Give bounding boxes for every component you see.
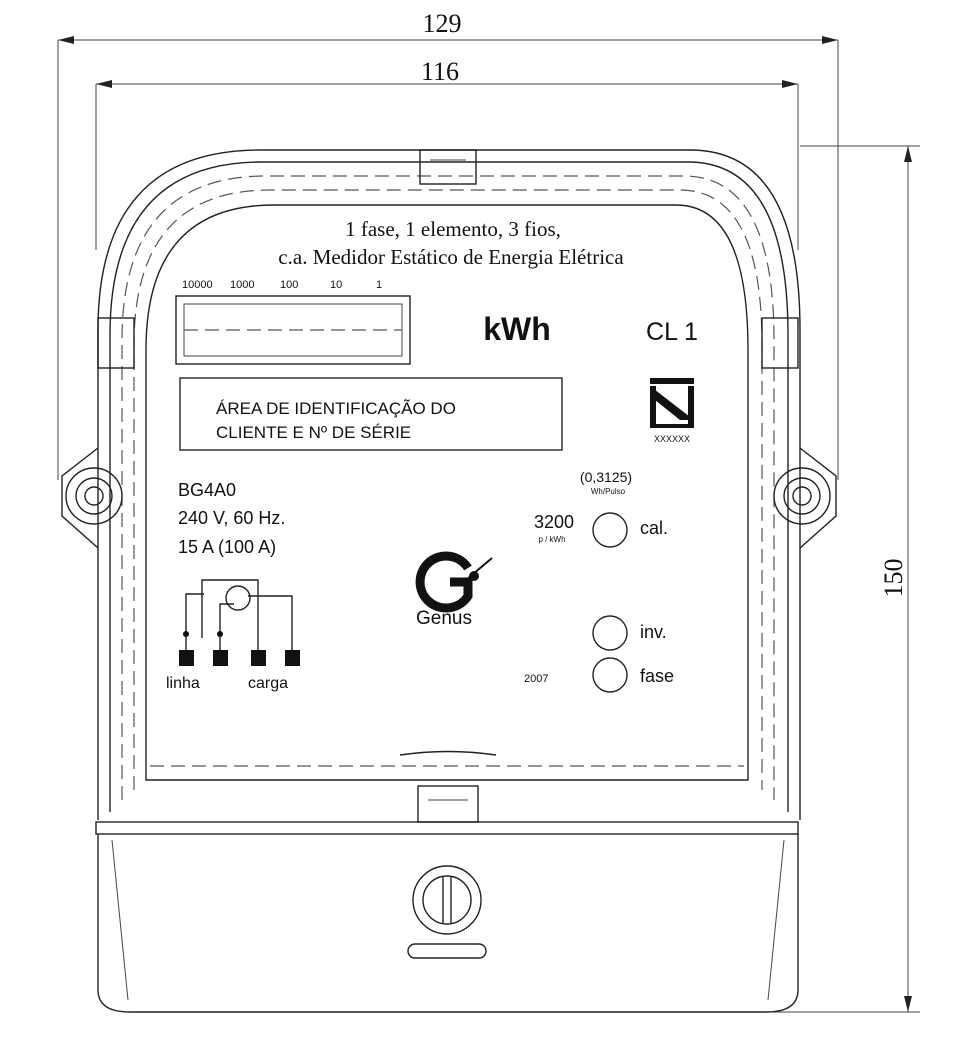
accuracy-class: CL 1 [646, 318, 698, 346]
genus-logo-icon [415, 551, 493, 613]
terminal-line-label: linha [166, 675, 200, 692]
terminal-cover [95, 785, 799, 1013]
right-mounting-lug [773, 447, 837, 549]
meter-constant-unit: p / kWh [538, 535, 565, 544]
register-display [175, 295, 411, 365]
led-inv-label: inv. [640, 622, 667, 642]
dimension-129-label: 129 [423, 9, 462, 38]
register-digit-10: 10 [330, 279, 342, 291]
left-mounting-lug [61, 447, 123, 549]
led-inv-icon [592, 615, 628, 651]
meter-housing [97, 149, 801, 820]
identification-area-line2: CLIENTE E Nº DE SÉRIE [216, 423, 411, 442]
model-code: BG4A0 [178, 480, 236, 500]
register-digit-1000: 1000 [230, 279, 254, 291]
certification-code: XXXXXX [654, 434, 690, 444]
pulse-unit: Wh/Pulso [591, 487, 626, 496]
pulse-value: (0,3125) [580, 469, 632, 485]
led-cal-label: cal. [640, 518, 668, 538]
identification-area [179, 377, 563, 451]
identification-area-line1: ÁREA DE IDENTIFICAÇÃO DO [216, 399, 456, 418]
terminal-load-label: carga [248, 675, 288, 692]
register-digit-1: 1 [376, 279, 382, 291]
register-digit-labels: 10000 1000 100 10 1 [182, 279, 382, 291]
unit-kwh: kWh [483, 311, 551, 347]
identification-area-clip: CLIENTE E Nº DE SÉRIE [216, 423, 411, 442]
inmetro-logo-icon [650, 378, 694, 428]
dimension-150: 150 [760, 145, 920, 1013]
register-digit-100: 100 [280, 279, 298, 291]
manufacture-year: 2007 [524, 673, 548, 685]
led-fase-icon [592, 657, 628, 693]
meter-title-line2: c.a. Medidor Estático de Energia Elétric… [278, 245, 624, 269]
seal-icon [412, 865, 482, 935]
current-rating: 15 A (100 A) [178, 537, 276, 557]
meter-constant: 3200 [534, 512, 574, 532]
brand-name: Genus [416, 608, 472, 629]
dimension-129: 129 [57, 9, 839, 480]
led-fase-label: fase [640, 666, 674, 686]
dimension-116: 116 [95, 57, 799, 250]
dimension-116-label: 116 [421, 57, 459, 86]
voltage-frequency: 240 V, 60 Hz. [178, 508, 285, 528]
meter-title-line1: 1 fase, 1 elemento, 3 fios, [345, 217, 561, 241]
dimension-150-label: 150 [879, 559, 908, 598]
register-digit-10000: 10000 [182, 279, 213, 291]
led-cal-icon [592, 512, 628, 548]
wiring-diagram [179, 579, 300, 666]
